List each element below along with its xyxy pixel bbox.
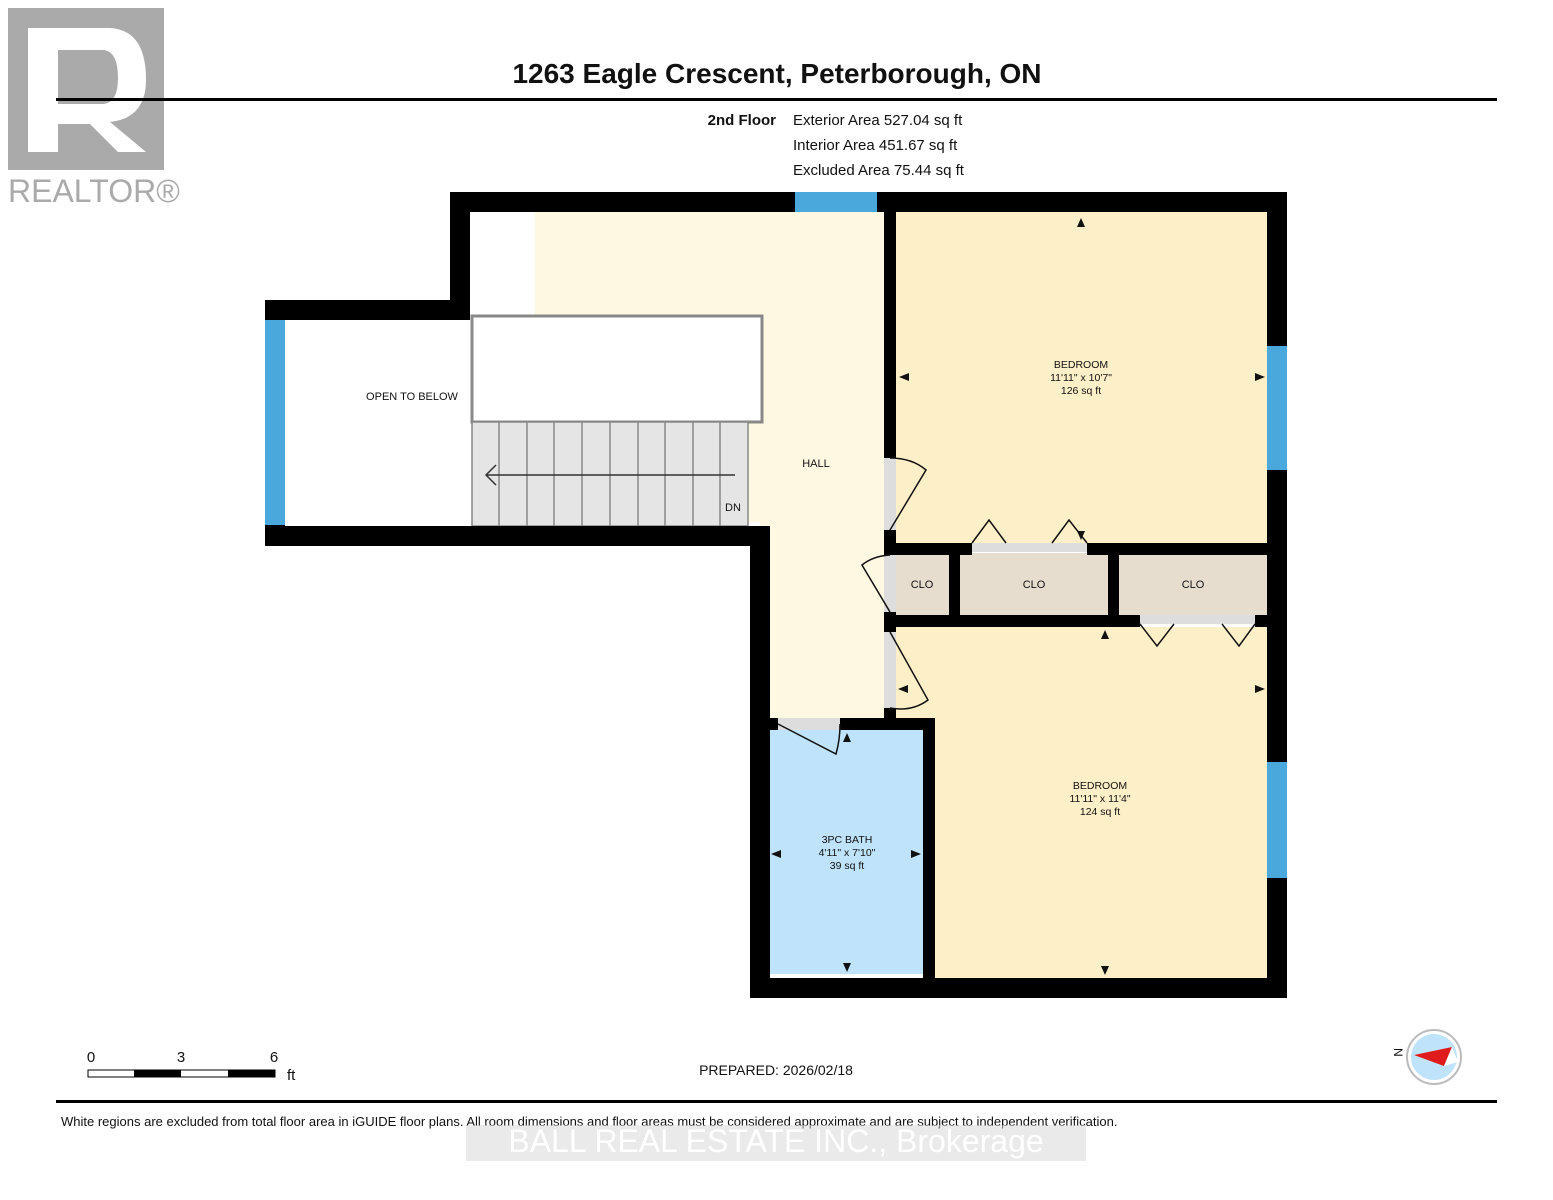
window-right-upper: [1267, 346, 1287, 470]
compass-icon: N: [1391, 1029, 1462, 1085]
hall-floor-lower: [760, 520, 885, 720]
door-closet-1: [861, 554, 891, 613]
closet-2-floor: [960, 553, 1108, 615]
page-title: 1263 Eagle Crescent, Peterborough, ON: [512, 58, 1041, 89]
exterior-area: Exterior Area 527.04 sq ft: [793, 112, 963, 129]
bedroom-2-label: BEDROOM 11'11" x 11'4" 124 sq ft: [1069, 780, 1130, 818]
closet-3-floor: [1119, 553, 1267, 615]
scale-tick-3: 3: [177, 1049, 185, 1066]
prepared-date: PREPARED: 2026/02/18: [699, 1062, 853, 1078]
bifold-closet-3: [1139, 623, 1256, 648]
compass-north-label: N: [1391, 1048, 1405, 1057]
stairs: [471, 421, 749, 527]
scale-bar: 0 3 6 ft: [87, 1049, 296, 1084]
bedroom-1-dims: 11'11" x 10'7": [1050, 372, 1112, 384]
bedroom-1-floor: [896, 212, 1267, 543]
stair-arrow-icon: [484, 464, 735, 486]
bedroom-1-name: BEDROOM: [1054, 359, 1108, 371]
bedroom-2-name: BEDROOM: [1073, 780, 1127, 792]
excluded-area: Excluded Area 75.44 sq ft: [793, 162, 965, 179]
floor-name: 2nd Floor: [708, 112, 776, 129]
bedroom-2-area: 124 sq ft: [1080, 806, 1120, 818]
bath-area: 39 sq ft: [830, 860, 865, 872]
doors: [777, 457, 1256, 756]
bath-name: 3PC BATH: [822, 834, 873, 846]
bath-dims: 4'11" x 7'10": [819, 847, 876, 859]
closet-1-floor: [896, 553, 949, 615]
interior-area: Interior Area 451.67 sq ft: [793, 137, 958, 154]
door-bath: [777, 723, 841, 756]
watermark-backdrop: [466, 1125, 1086, 1161]
scale-tick-0: 0: [87, 1049, 95, 1066]
hall-label: HALL: [802, 458, 830, 470]
window-left: [265, 320, 285, 525]
bedroom-2-floor-nook: [896, 627, 936, 720]
footer-divider: [56, 1100, 1497, 1103]
window-top: [795, 192, 877, 212]
bedroom-2-floor: [935, 627, 1267, 978]
realtor-logo: REALTOR®: [8, 8, 180, 209]
railing: [470, 314, 764, 424]
closet-1-label: CLO: [911, 579, 934, 591]
bath-label: 3PC BATH 4'11" x 7'10" 39 sq ft: [819, 834, 876, 872]
scale-tick-6: 6: [270, 1049, 278, 1066]
closet-3-label: CLO: [1182, 579, 1205, 591]
stairs-down-label: DN: [725, 502, 741, 514]
brokerage-watermark: BALL REAL ESTATE INC., Brokerage: [508, 1123, 1043, 1159]
title-divider: [56, 98, 1497, 101]
scale-unit: ft: [287, 1067, 296, 1084]
realtor-logo-text: REALTOR®: [8, 173, 180, 209]
bedroom-1-label: BEDROOM 11'11" x 10'7" 126 sq ft: [1050, 359, 1112, 397]
door-bedroom-1: [889, 457, 927, 531]
door-bedroom-2: [889, 631, 929, 710]
bedroom-2-dims: 11'11" x 11'4": [1069, 793, 1130, 805]
windows: [265, 192, 1287, 878]
bath-floor: [770, 730, 923, 974]
bedroom-1-area: 126 sq ft: [1061, 385, 1101, 397]
window-right-lower: [1267, 762, 1287, 878]
open-to-below-label: OPEN TO BELOW: [366, 391, 459, 403]
closet-2-label: CLO: [1023, 579, 1046, 591]
